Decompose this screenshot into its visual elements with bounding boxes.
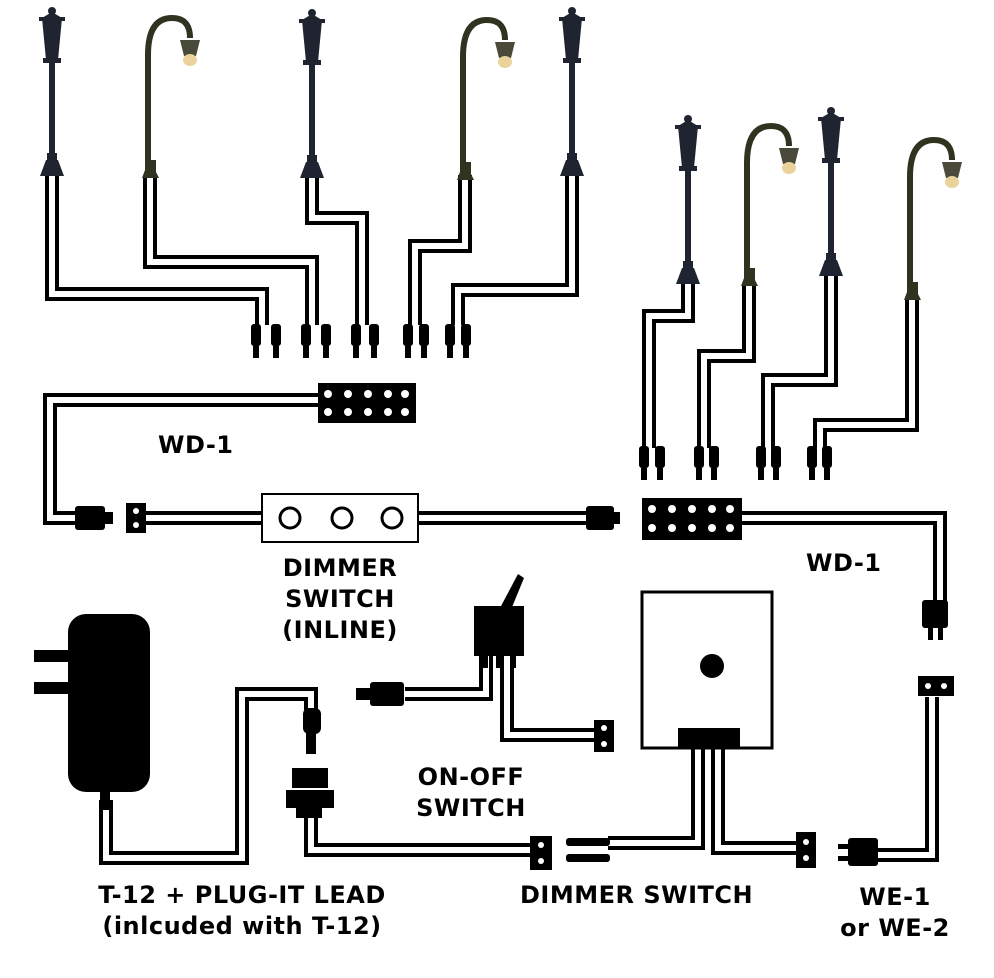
lamp-post-2 [142, 18, 200, 178]
inline-dimmer-knob-1 [278, 506, 302, 530]
lamp-post-7 [741, 126, 799, 286]
wire-lamp7 [697, 283, 756, 448]
wire-onoff-left [405, 655, 493, 701]
lamp-post-1 [39, 7, 65, 176]
dimmer-switch-box [640, 590, 774, 750]
wire-dimmer-out-right [711, 748, 798, 855]
label-wd1-top: WD-1 [158, 431, 234, 459]
label-dimmer-inline-line1: DIMMER [282, 554, 398, 582]
lamp-post-4 [457, 20, 515, 180]
inline-connectors [75, 503, 620, 533]
dimmer-knob [700, 654, 724, 678]
plug-it-lead [286, 708, 334, 818]
we-connectors [796, 600, 954, 868]
lamp-post-9 [904, 140, 962, 300]
inline-dimmer-knob-2 [330, 506, 354, 530]
label-we-line2: or WE-2 [840, 914, 950, 942]
label-we: WE-1 or WE-2 [822, 882, 968, 944]
lamp-post-3 [299, 9, 325, 178]
t12-transformer [34, 614, 150, 810]
plugs-top-row [251, 324, 471, 358]
label-dimmer-inline-line3: (INLINE) [282, 616, 398, 644]
plugs-right-group [639, 446, 832, 480]
label-dimmer-switch: DIMMER SWITCH [520, 881, 754, 909]
label-on-off-line2: SWITCH [416, 794, 526, 822]
lamp-post-6 [675, 115, 701, 284]
label-on-off-line1: ON-OFF [417, 763, 525, 791]
label-we-line1: WE-1 [859, 883, 931, 911]
label-t12-line1: T-12 + PLUG-IT LEAD [98, 881, 386, 909]
lamp-post-5 [559, 7, 585, 176]
label-t12: T-12 + PLUG-IT LEAD (inlcuded with T-12) [62, 880, 422, 942]
wire-we-down [878, 697, 939, 862]
inline-dimmer [261, 493, 419, 543]
wire-lamp3 [305, 175, 369, 325]
wire-lamp5 [451, 175, 579, 325]
dimmer-input-connector [530, 836, 610, 870]
wire-lamp2 [143, 175, 319, 325]
label-wd1-right: WD-1 [806, 549, 882, 577]
label-on-off-switch: ON-OFF SWITCH [396, 762, 546, 824]
label-t12-line2: (inlcuded with T-12) [102, 912, 382, 940]
label-dimmer-inline: DIMMER SWITCH (INLINE) [262, 553, 418, 646]
wd1-right-box [642, 498, 742, 540]
wire-dimmer-out-left [608, 748, 705, 850]
lamp-post-8 [818, 107, 844, 276]
inline-dimmer-knob-3 [380, 506, 404, 530]
wire-lamp6 [642, 283, 695, 448]
wd1-top-box [318, 383, 416, 423]
wires-group [43, 175, 947, 865]
on-off-switch [356, 574, 614, 752]
label-dimmer-inline-line2: SWITCH [285, 585, 395, 613]
wire-onoff-right [500, 655, 596, 742]
